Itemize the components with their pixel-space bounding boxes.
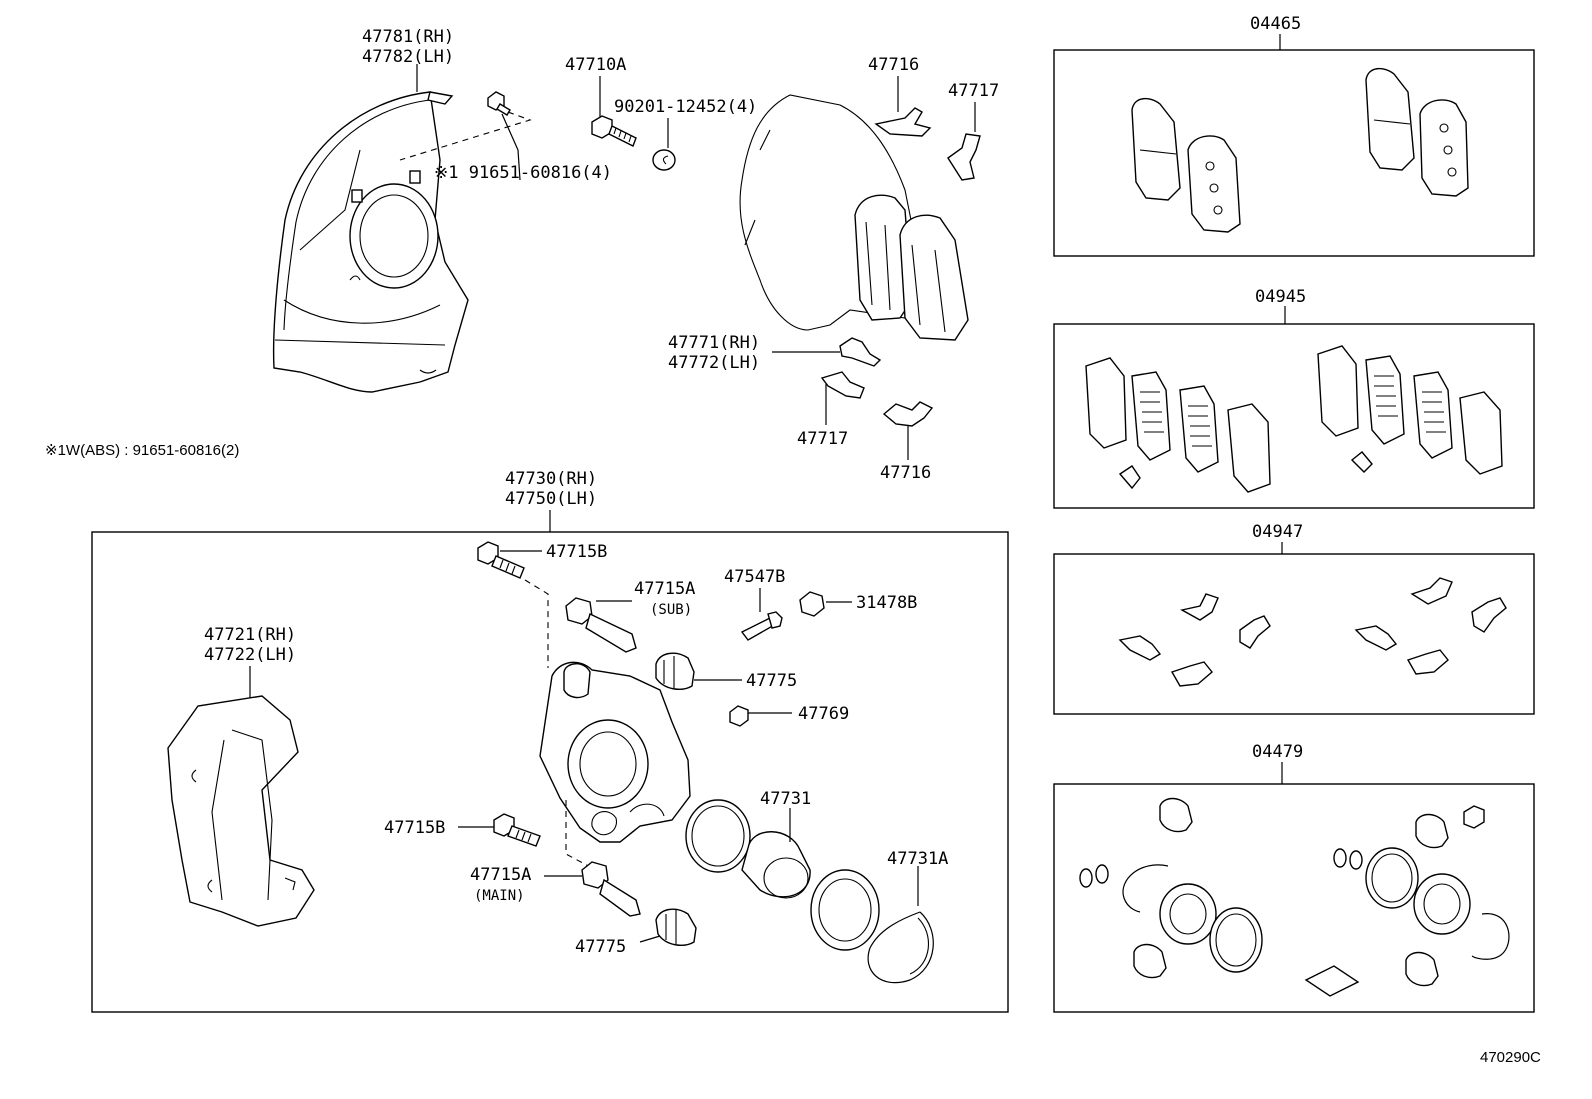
label-sub: (SUB) [650,602,692,618]
pin-47715a-main-shape [581,861,641,917]
caliper-assembly-frame [91,531,1009,1013]
label-47710a: 47710A [565,55,626,75]
boot-47775-bottom-shape [655,908,697,946]
clip-47771-shape [839,337,882,367]
piston-47731-shape [741,831,811,899]
bolt-91651-shape [487,91,511,116]
piston-boot-shape [810,869,880,951]
label-91651: ※1 91651-60816(4) [434,163,612,183]
label-47750: 47750(LH) [505,489,597,509]
label-47775-bottom: 47775 [575,937,626,957]
label-kit-04947: 04947 [1252,522,1303,542]
label-47731: 47731 [760,789,811,809]
label-main: (MAIN) [474,888,525,904]
label-47731a: 47731A [887,849,948,869]
label-47716-top: 47716 [868,55,919,75]
label-47715b-bottom: 47715B [384,818,445,838]
cap-31478b-shape [799,591,825,617]
bolt-47715b-bottom-shape [493,813,541,847]
dust-cover-shape [272,91,469,393]
note-abs: ※1W(ABS) : 91651-60816(2) [45,442,239,459]
kit-04465-pads-shape [1131,67,1469,233]
clip-47716-top-shape [874,107,932,137]
boot-47775-top-shape [655,652,695,690]
label-kit-04479: 04479 [1252,742,1303,762]
bolt-47710a-shape [591,115,637,147]
label-47717-top: 47717 [948,81,999,101]
brake-pad-pair-shape [854,194,969,341]
label-90201: 90201-12452(4) [614,97,757,117]
washer-90201-shape [652,149,676,171]
kit-04465-frame [1053,49,1535,257]
pin-47715a-sub-shape [565,597,637,653]
caliper-outline-shape [739,94,916,331]
label-47715a-main: 47715A [470,865,531,885]
ring-47731a-shape [867,911,934,984]
label-kit-04465: 04465 [1250,14,1301,34]
cap-47769-shape [729,705,749,727]
torque-plate-47721-shape [167,695,315,927]
seal-ring-47731-shape [685,799,751,873]
label-47715a-sub: 47715A [634,579,695,599]
label-47730: 47730(RH) [505,469,597,489]
label-47781: 47781(RH) [362,27,454,47]
label-47547b: 47547B [724,567,785,587]
kit-04947-clips-shape [1118,577,1507,687]
label-47717-bottom: 47717 [797,429,848,449]
label-47775-top: 47775 [746,671,797,691]
kit-04945-frame [1053,323,1535,509]
bleeder-47547b-shape [740,611,783,641]
clip-47717-bottom-shape [820,371,865,399]
label-kit-04945: 04945 [1255,287,1306,307]
kit-04479-frame [1053,783,1535,1013]
caliper-body-shape [539,661,691,843]
kit-04947-frame [1053,553,1535,715]
kit-04945-pads-shape [1085,345,1503,493]
label-47772: 47772(LH) [668,353,760,373]
kit-04479-seals-shape [1079,797,1510,997]
label-31478b: 31478B [856,593,917,613]
label-47782: 47782(LH) [362,47,454,67]
label-47722: 47722(LH) [204,645,296,665]
bolt-47715b-top-shape [477,541,525,579]
label-47771: 47771(RH) [668,333,760,353]
label-47716-bottom: 47716 [880,463,931,483]
clip-47716-bottom-shape [882,401,934,427]
label-47715b-top: 47715B [546,542,607,562]
clip-47717-top-shape [947,133,981,181]
label-47721: 47721(RH) [204,625,296,645]
label-47769: 47769 [798,704,849,724]
figure-code: 470290C [1480,1049,1541,1066]
